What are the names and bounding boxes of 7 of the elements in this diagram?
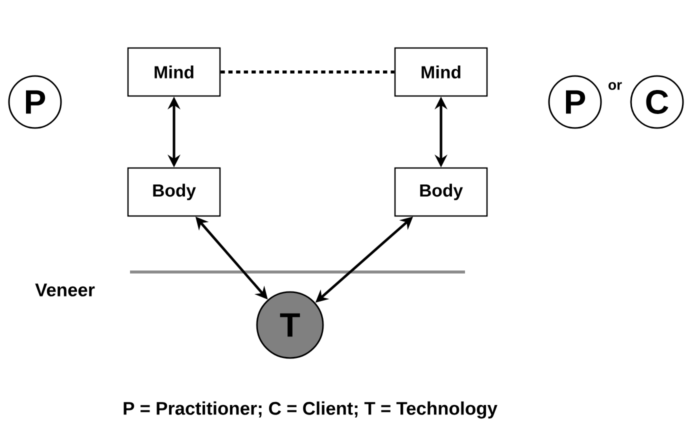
process-box: Body <box>394 167 488 217</box>
or-label: or <box>608 82 622 90</box>
process-box: Mind <box>394 47 488 97</box>
caption: P = Practitioner; C = Client; T = Technology <box>124 401 498 419</box>
process-box: Mind <box>127 47 221 97</box>
veneer-label: Veneer <box>35 284 95 296</box>
process-box: Body <box>127 167 221 217</box>
